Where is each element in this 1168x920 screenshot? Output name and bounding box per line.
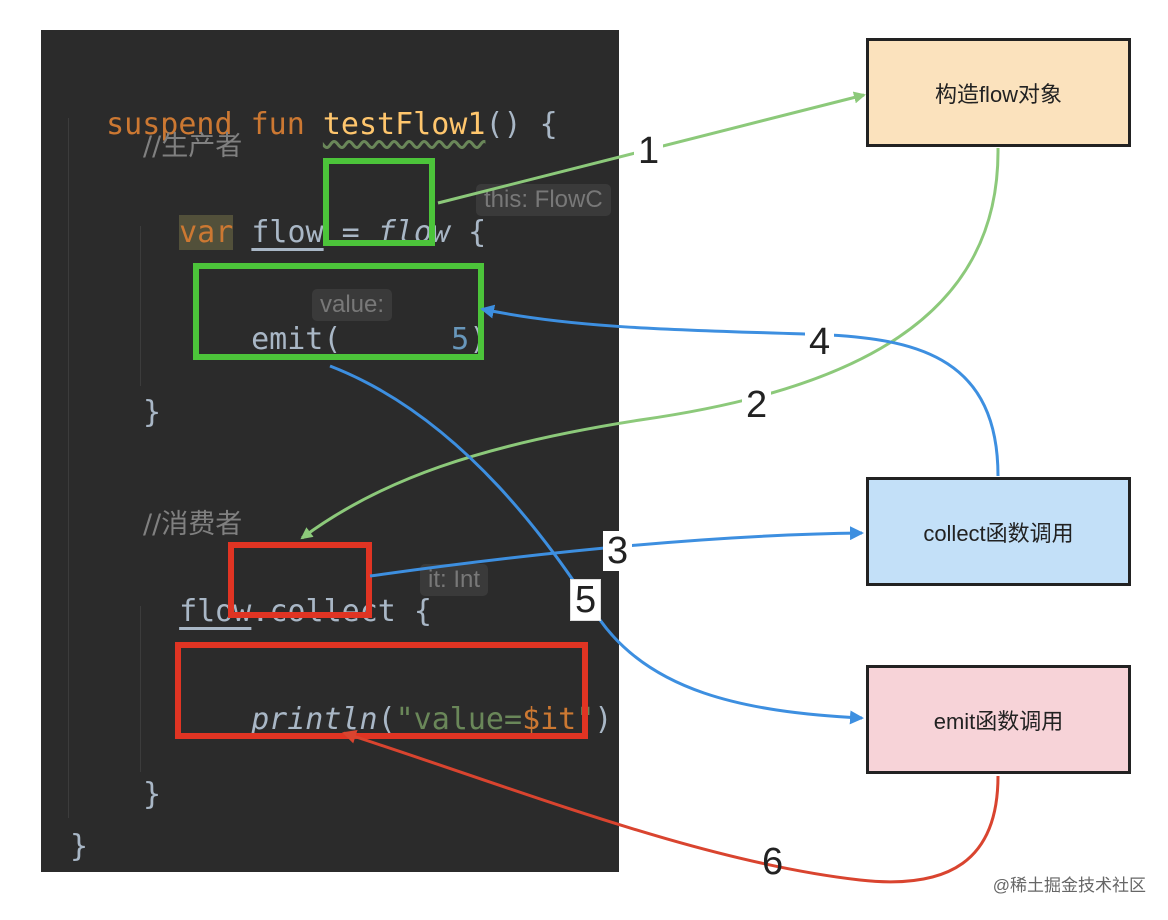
close-brace-consumer: } bbox=[143, 777, 162, 812]
highlight-collect-call bbox=[228, 542, 372, 618]
watermark: @稀土掘金技术社区 bbox=[992, 876, 1146, 895]
step-label-6: 6 bbox=[762, 841, 784, 883]
variable-flow-ref: flow bbox=[179, 594, 252, 629]
open-brace: { bbox=[450, 215, 487, 250]
emit-call: emit( bbox=[251, 322, 342, 357]
highlight-println-call bbox=[175, 642, 588, 739]
highlight-flow-builder bbox=[323, 158, 435, 246]
step-label-2: 2 bbox=[742, 385, 772, 425]
emit-value-number: 5 bbox=[451, 322, 470, 357]
function-name: testFlow1 bbox=[322, 107, 486, 142]
code-line-emit: emit( bbox=[215, 289, 341, 357]
collect-open-brace: { bbox=[395, 594, 432, 629]
emit-call-box: emit函数调用 bbox=[866, 665, 1131, 774]
arrow-step-2 bbox=[300, 147, 1000, 540]
collect-call-label: collect函数调用 bbox=[923, 520, 1074, 546]
string-template: $it bbox=[522, 702, 577, 737]
arrow-step-4 bbox=[480, 304, 1000, 477]
step-label-1: 1 bbox=[634, 131, 664, 171]
arrow-step-5 bbox=[329, 364, 864, 725]
step-label-3: 3 bbox=[603, 531, 633, 571]
hint-value-param: value: bbox=[312, 289, 393, 321]
string-literal: "value= bbox=[395, 702, 523, 737]
println-open-paren: ( bbox=[377, 702, 396, 737]
step-label-5: 5 bbox=[570, 579, 602, 621]
arrow-step-6 bbox=[342, 730, 1000, 884]
indent-guide bbox=[140, 606, 141, 772]
construct-flow-box: 构造flow对象 bbox=[866, 38, 1131, 147]
function-parens: () { bbox=[485, 107, 558, 142]
code-line-var-flow: var flow = flow { bbox=[143, 182, 486, 250]
println-close-paren: ) bbox=[594, 702, 613, 737]
emit-call-label: emit函数调用 bbox=[933, 708, 1064, 734]
code-line-function-signature: suspend fun testFlow1() { bbox=[70, 74, 558, 142]
indent-guide bbox=[140, 226, 141, 386]
close-brace-function: } bbox=[70, 829, 89, 864]
close-brace-producer: } bbox=[143, 395, 162, 430]
code-editor-panel bbox=[41, 30, 619, 872]
comment-consumer: //消费者 bbox=[143, 509, 243, 540]
indent-guide bbox=[68, 118, 69, 818]
code-line-collect: flow.collect { bbox=[143, 561, 432, 629]
collect-call: collect bbox=[269, 594, 396, 629]
step-label-4: 4 bbox=[805, 322, 835, 362]
collect-call-box: collect函数调用 bbox=[866, 477, 1131, 586]
comment-producer: //生产者 bbox=[143, 131, 243, 162]
hint-it-type: it: Int bbox=[420, 564, 489, 596]
hint-this-type: this: FlowC bbox=[476, 184, 611, 216]
dot-operator: . bbox=[251, 594, 270, 629]
keyword-var: var bbox=[179, 215, 234, 250]
keyword-suspend-fun: suspend fun bbox=[106, 107, 323, 142]
construct-flow-label: 构造flow对象 bbox=[934, 81, 1063, 107]
variable-flow: flow bbox=[251, 215, 324, 250]
